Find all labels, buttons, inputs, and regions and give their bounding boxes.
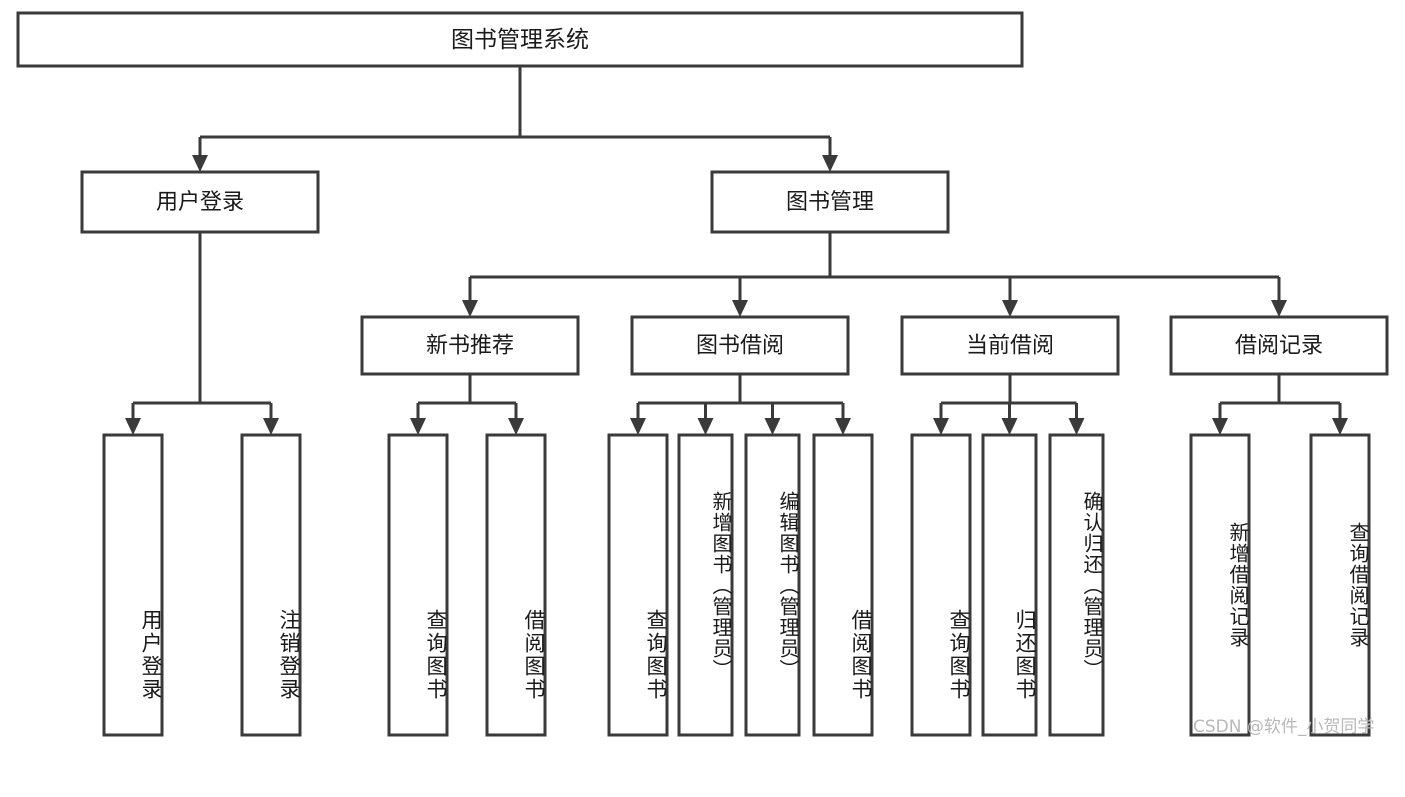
node-box-leaf4 [485,433,547,737]
arrow-head-icon [697,418,714,435]
arrow-head-icon [508,418,524,435]
node-label-root: 图书管理系统 [451,27,589,53]
arrow-head-icon [764,418,781,435]
node-box-newbook [360,315,580,376]
node-box-leaf2 [240,433,302,737]
arrow-head-icon [125,418,141,435]
node-box-leaf8 [812,433,874,737]
node-label-borrow: 图书借阅 [696,334,784,359]
node-box-leaf13 [1309,433,1371,737]
connector-layer [125,66,1348,435]
node-box-leaf1 [102,433,164,737]
node-label-newbook: 新书推荐 [426,334,514,359]
arrow-head-icon [410,418,426,435]
flowchart-canvas: 图书管理系统用户登录图书管理新书推荐图书借阅当前借阅借阅记录 用户登录注销登录查… [16,11,1389,737]
node-box-current [900,315,1120,376]
watermark-text: CSDN @软件_小贺同学 [1193,717,1375,737]
arrow-head-icon [1212,418,1228,435]
arrow-head-icon [732,300,748,317]
node-box-leaf9 [910,433,972,737]
node-box-borrow [630,315,850,376]
arrow-head-icon [630,418,646,435]
node-label-current: 当前借阅 [966,334,1054,359]
node-box-leaf7 [744,433,801,737]
node-label-records: 借阅记录 [1235,334,1323,359]
arrow-head-icon [1332,418,1348,435]
arrow-head-icon [1271,300,1287,317]
node-box-leaf6 [677,433,734,737]
node-box-leaf10 [981,433,1038,737]
arrow-head-icon [1068,418,1085,435]
arrow-head-icon [1001,418,1018,435]
node-box-leaf3 [387,433,449,737]
arrow-head-icon [462,300,478,317]
node-box-leaf11 [1048,433,1105,737]
node-box-records [1169,315,1389,376]
node-box-layer [16,11,1389,737]
node-label-login: 用户登录 [156,190,244,215]
arrow-head-icon [835,418,851,435]
node-box-leaf12 [1189,433,1251,737]
arrow-head-icon [263,418,279,435]
arrow-head-icon [192,155,208,172]
node-box-leaf5 [607,433,669,737]
arrow-head-icon [933,418,949,435]
node-box-bookmgmt [710,170,950,234]
node-label-bookmgmt: 图书管理 [786,190,874,215]
arrow-head-icon [822,155,838,172]
node-box-root [16,11,1024,68]
node-box-login [80,170,320,234]
arrow-head-icon [1002,300,1018,317]
